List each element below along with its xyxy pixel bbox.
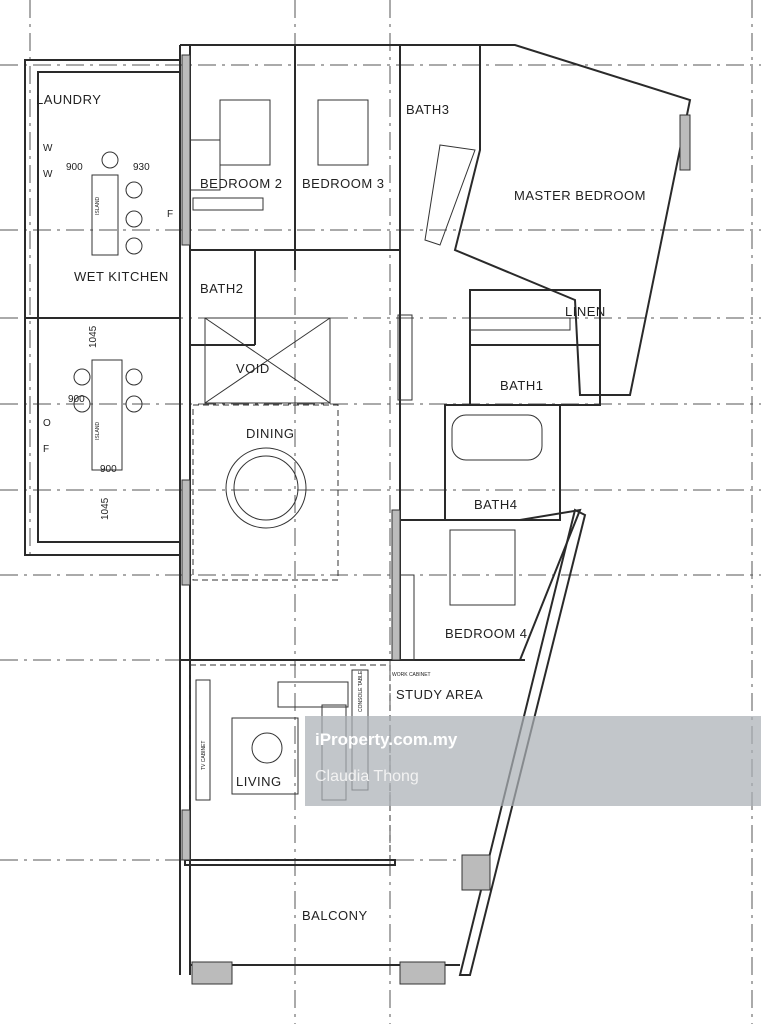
- fixture-label-work-cabinet: WORK CABINET: [392, 672, 431, 678]
- fixture-label-console-table: CONSOLE TABLE: [358, 670, 364, 712]
- dimension-labels: 900 930 1045 900 900 1045 W W F O F ISLA…: [43, 143, 431, 770]
- room-label-bedroom2: BEDROOM 2: [200, 176, 283, 191]
- fixture-label-island: ISLAND: [95, 197, 101, 215]
- fixture-label-washer: W: [43, 143, 53, 154]
- room-label-study-area: STUDY AREA: [396, 687, 483, 702]
- dimension-label: 900: [66, 162, 83, 173]
- room-label-wet-kitchen: WET KITCHEN: [74, 269, 169, 284]
- room-label-living: LIVING: [236, 774, 282, 789]
- watermark-agent-name: Claudia Thong: [315, 768, 419, 785]
- fixture-label-tv-cabinet: TV CABINET: [201, 741, 207, 770]
- room-label-bedroom3: BEDROOM 3: [302, 176, 385, 191]
- room-label-laundry: LAUNDRY: [36, 92, 101, 107]
- fixture-label-island: ISLAND: [95, 422, 101, 440]
- room-label-bedroom4: BEDROOM 4: [445, 626, 528, 641]
- dimension-label: 1045: [88, 325, 99, 348]
- dimension-label: 900: [100, 464, 117, 475]
- room-label-balcony: BALCONY: [302, 908, 368, 923]
- room-label-master-bedroom: MASTER BEDROOM: [514, 188, 646, 203]
- wardrobes: [192, 144, 571, 661]
- room-label-void: VOID: [236, 361, 270, 376]
- dimension-label: 930: [133, 162, 150, 173]
- dimension-label: 900: [68, 394, 85, 405]
- room-label-bath3: BATH3: [406, 102, 449, 117]
- room-label-bath2: BATH2: [200, 281, 243, 296]
- room-labels: LAUNDRY BEDROOM 2 BEDROOM 3 BATH3 MASTER…: [36, 92, 646, 923]
- fixture-label-fridge: F: [167, 209, 173, 220]
- dimension-label: 1045: [100, 497, 111, 520]
- columns: [181, 54, 691, 985]
- watermark-brand: iProperty.com.my: [315, 730, 458, 749]
- fixture-label-washer: W: [43, 169, 53, 180]
- fixture-label-oven: O: [43, 418, 51, 429]
- room-label-bath4: BATH4: [474, 497, 517, 512]
- watermark-banner: iProperty.com.my Claudia Thong: [305, 716, 761, 806]
- room-label-linen: LINEN: [565, 304, 606, 319]
- furniture: [73, 99, 543, 801]
- fixture-label-fridge: F: [43, 444, 49, 455]
- room-label-dining: DINING: [246, 426, 295, 441]
- room-label-bath1: BATH1: [500, 378, 543, 393]
